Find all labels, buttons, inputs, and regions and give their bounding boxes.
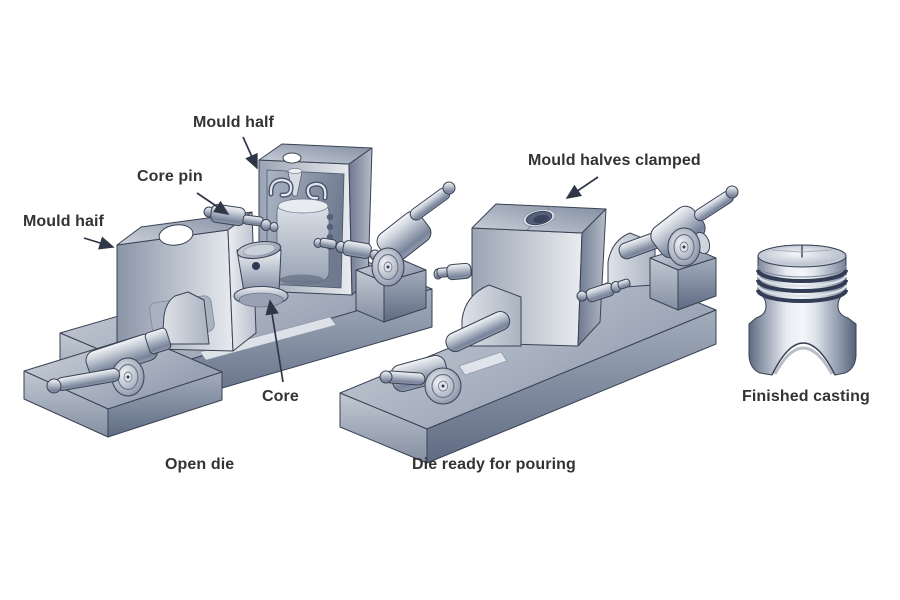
- clamped-die-machine: [339, 185, 739, 464]
- ring-groove: [756, 269, 848, 283]
- mould-half-arrow: [242, 136, 258, 170]
- die-ready-caption: Die ready for pouring: [412, 456, 576, 473]
- ejector-ram: [46, 327, 172, 397]
- core-pin-label: Core pin: [137, 168, 203, 185]
- skirt-arch-shadow: [773, 346, 834, 375]
- sprue-notch: [158, 224, 194, 246]
- clamp-unit: [355, 181, 456, 323]
- mould-half-label: Mould half: [193, 114, 274, 131]
- mould-haif-arrow: [83, 236, 115, 250]
- core-hole: [252, 262, 260, 270]
- finished-casting-piston: [748, 244, 857, 376]
- core-label: Core: [262, 388, 299, 405]
- clamp-unit: [649, 185, 739, 311]
- open-die-caption: Open die: [165, 456, 235, 473]
- finished-casting-label: Finished casting: [742, 388, 870, 405]
- ring-groove: [756, 289, 848, 303]
- mould-haif-label: Mould haif: [23, 213, 104, 230]
- ring-groove: [756, 279, 848, 293]
- piston-cavity: [266, 168, 345, 289]
- core-pin-arrow: [196, 192, 230, 215]
- support-wedge: [161, 291, 210, 345]
- core-bucket: [233, 241, 289, 308]
- injection-rod: [445, 311, 511, 353]
- mould-halves-clamped-label: Mould halves clamped: [528, 152, 701, 169]
- base-plate-strip: [458, 351, 508, 376]
- core-arrow: [265, 299, 284, 383]
- right-core-pin-assembly: [576, 278, 631, 303]
- ejector-ram: [379, 354, 462, 405]
- left-core-pin-assembly: [433, 262, 472, 281]
- right-mould-half-block: [258, 143, 373, 296]
- annotation-arrows: [83, 136, 599, 383]
- open-die-machine: [23, 143, 456, 438]
- sprue-bite: [282, 152, 302, 164]
- mould-halves-clamped-arrow: [565, 176, 599, 199]
